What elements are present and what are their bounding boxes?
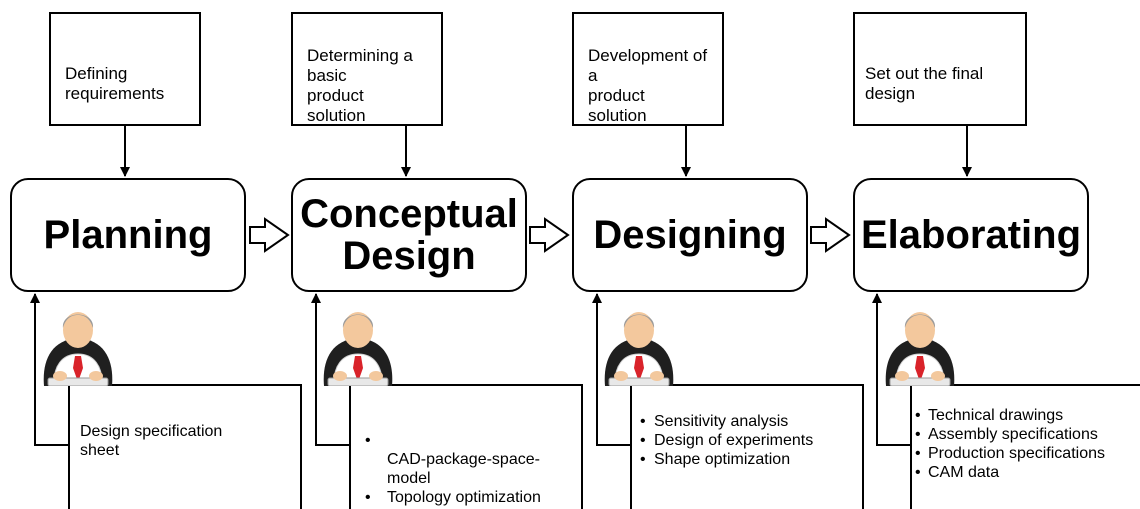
output-panel-planning: Design specification sheet [68,384,302,509]
task-label: Determining a basic product solution [307,46,413,125]
output-list: Design specification sheet [70,386,250,460]
phase-title: Elaborating [860,213,1082,257]
phase-title: Planning [43,213,213,257]
flow-arrow-1 [249,217,290,253]
output-text: Topology optimization [387,489,541,506]
phase-title: Designing [593,213,787,257]
feedback-arrow-designing [592,293,631,446]
output-item: • Production specifications [912,444,1140,463]
output-text: Sensitivity analysis [654,413,789,430]
flow-arrow-2 [529,217,570,253]
bullet-icon: • [915,445,921,462]
feedback-arrow-conceptual [311,293,350,446]
output-item: Design specification sheet [80,423,223,459]
bullet-icon: • [365,489,371,506]
feedback-arrow-planning [30,293,70,446]
output-item: • CAD-package-space- model [351,412,581,488]
phase-title: Conceptual Design [300,192,518,278]
bullet-icon: • [640,432,646,449]
phase-box-elaborating: Elaborating [853,178,1089,292]
office-worker-icon [43,312,113,386]
task-box-designing: Development of a product solution [572,12,724,126]
feedback-arrow-elaborating [872,293,912,446]
output-text: CAD-package-space- model [387,451,540,487]
output-list: • Sensitivity analysis • Design of exper… [632,386,862,469]
flow-arrow-3 [810,217,851,253]
output-list: • CAD-package-space- model • Topology op… [351,386,581,507]
output-item: • Topology optimization [351,488,581,507]
task-box-elaborating: Set out the final design [853,12,1027,126]
output-panel-designing: • Sensitivity analysis • Design of exper… [630,384,864,509]
bullet-icon: • [640,413,646,430]
bullet-icon: • [915,407,921,424]
output-text: Assembly specifications [928,426,1098,443]
output-text: CAM data [928,464,1000,481]
phase-box-designing: Designing [572,178,808,292]
output-panel-elaborating: • Technical drawings • Assembly specific… [910,384,1140,509]
output-list: • Technical drawings • Assembly specific… [912,386,1140,482]
task-box-conceptual: Determining a basic product solution [291,12,443,126]
phase-box-conceptual: Conceptual Design [291,178,527,292]
task-label: Defining requirements [65,64,165,103]
task-label: Set out the final design [865,64,984,103]
office-worker-icon [323,312,393,386]
output-item: • Technical drawings [912,406,1140,425]
office-worker-icon [604,312,674,386]
output-text: Production specifications [928,445,1105,462]
output-item: • Sensitivity analysis [632,412,862,431]
task-box-planning: Defining requirements [49,12,201,126]
bullet-icon: • [915,464,921,481]
office-worker-icon [885,312,955,386]
phase-box-planning: Planning [10,178,246,292]
output-item: • Shape optimization [632,450,862,469]
bullet-icon: • [365,432,371,449]
output-text: Shape optimization [654,451,791,468]
task-label: Development of a product solution [588,46,708,125]
output-panel-conceptual: • CAD-package-space- model • Topology op… [349,384,583,509]
bullet-icon: • [640,451,646,468]
output-item: • Design of experiments [632,431,862,450]
output-text: Technical drawings [928,407,1064,424]
output-item: • CAM data [912,463,1140,482]
output-item: • Assembly specifications [912,425,1140,444]
output-text: Design of experiments [654,432,814,449]
bullet-icon: • [915,426,921,443]
